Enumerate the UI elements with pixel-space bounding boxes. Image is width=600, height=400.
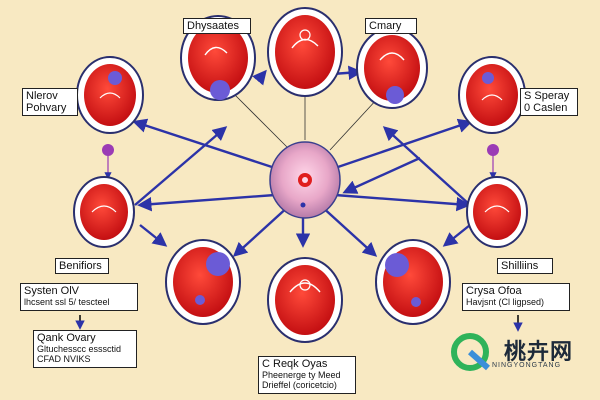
label-left-mid: Benifiors: [55, 258, 109, 274]
bottom-line2: Drieffel (coricetcio): [262, 380, 337, 390]
bottom-title: C Reqk Oyas: [262, 358, 328, 370]
right-bud: [487, 144, 499, 156]
cell-top-center: [267, 7, 343, 97]
bottom-line1: Pheenerge ty Meed: [262, 370, 341, 380]
label-right-mid: Shilliins: [497, 258, 553, 274]
cell-lower-right: [375, 239, 451, 325]
cell-upper-left: [76, 56, 144, 134]
center-cell: [269, 141, 341, 219]
label-left-upper: Nlerov Pohvary: [22, 88, 78, 116]
cell-mid-right: [466, 176, 528, 248]
label-top-left: Dhysaates: [183, 18, 251, 34]
left-bottom-line2: CFAD NVIKS: [37, 354, 91, 364]
watermark-subtext: NINGYONGTANG: [492, 362, 562, 369]
cell-mid-left: [73, 176, 135, 248]
right-list-title: Crysa Ofoa: [466, 285, 522, 297]
label-right-upper: S Speray 0 Caslen: [520, 88, 578, 116]
label-left-upper-line2: Pohvary: [26, 102, 67, 114]
left-list-box: Systen OlV lhcsent ssl 5/ tescteel: [20, 283, 138, 311]
watermark-text: 桃卉网: [504, 339, 574, 364]
label-right-upper-line1: S Speray: [524, 90, 570, 102]
right-list-box: Crysa Ofoa Havjsnt (Cl ligpsed): [462, 283, 570, 311]
left-list-title: Systen OlV: [24, 285, 80, 297]
watermark-logo: [451, 333, 490, 371]
cell-top-left: [180, 15, 256, 101]
cell-top-right: [356, 27, 428, 109]
label-left-upper-line1: Nlerov: [26, 90, 58, 102]
cell-lower-left: [165, 239, 241, 325]
left-bud: [102, 144, 114, 156]
label-right-upper-line2: 0 Caslen: [524, 102, 568, 114]
left-bottom-box: Qank Ovary Gltuchesscc esssctid CFAD NVI…: [33, 330, 137, 368]
right-list-sub: Havjsnt (Cl ligpsed): [466, 297, 545, 307]
cell-bottom-center: [267, 257, 343, 343]
left-bottom-title: Qank Ovary: [37, 332, 96, 344]
left-bottom-line1: Gltuchesscc esssctid: [37, 344, 122, 354]
bottom-center-box: C Reqk Oyas Pheenerge ty Meed Drieffel (…: [258, 356, 356, 394]
flow-arrows: [132, 65, 473, 257]
list-arrows: [75, 315, 523, 332]
cell-upper-right: [458, 56, 526, 134]
watermark: 桃卉网 NINGYONGTANG: [448, 330, 578, 376]
left-list-sub: lhcsent ssl 5/ tescteel: [24, 297, 110, 307]
label-top-right: Cmary: [365, 18, 417, 34]
